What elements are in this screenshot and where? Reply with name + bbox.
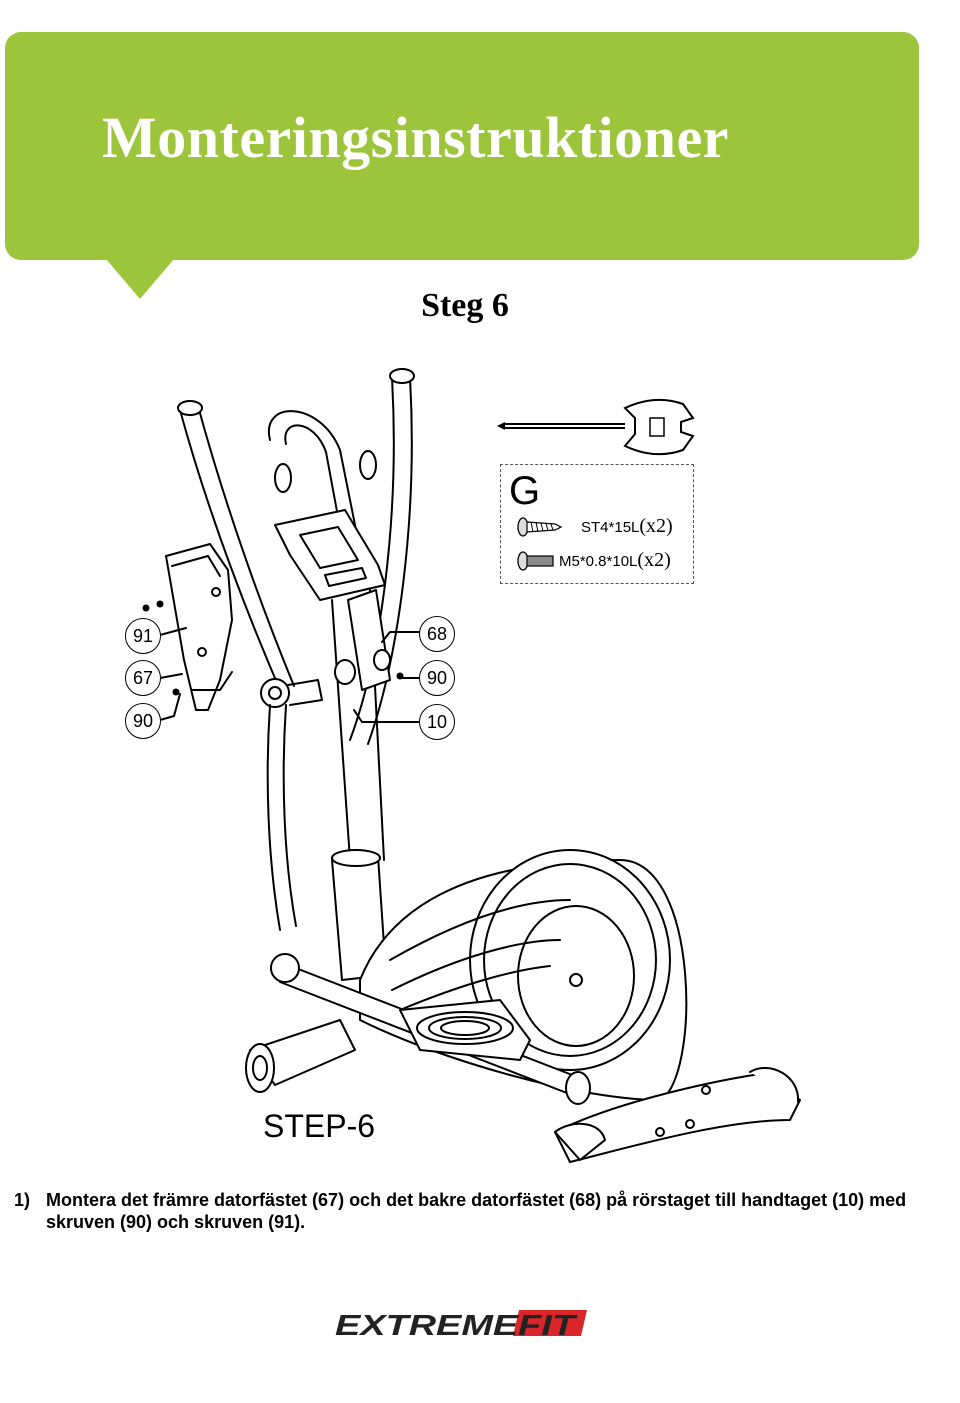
left-handle-pole <box>179 409 281 691</box>
screw-icon <box>517 517 563 537</box>
front-computer-bracket-67 <box>165 543 233 711</box>
part-code: M5*0.8*10L <box>559 553 638 570</box>
callout-68: 68 <box>419 616 455 652</box>
instruction-number: 1) <box>14 1190 31 1210</box>
upright-column <box>331 599 351 861</box>
part-qty: (x2) <box>639 515 673 537</box>
instruction-text: Montera det främre datorfästet (67) och … <box>46 1190 907 1232</box>
cross-trainer-diagram <box>142 368 801 1163</box>
callout-67: 67 <box>125 660 161 696</box>
part-code: ST4*15L <box>581 519 640 536</box>
page-title: Monteringsinstruktioner <box>102 105 729 170</box>
svg-text:EXTREMEFIT: EXTREMEFIT <box>335 1310 578 1342</box>
parts-bag-letter: G <box>509 469 541 513</box>
parts-box: G ST4*15L(x2) M5*0.8*10L(x2) <box>500 464 694 584</box>
right-handle-pole <box>349 377 395 741</box>
rear-stabilizer <box>554 1073 801 1163</box>
callout-91: 91 <box>125 618 161 654</box>
extremefit-logo: EXTREMEFIT <box>335 1310 587 1342</box>
instruction-item: 1) Montera det främre datorfästet (67) o… <box>14 1189 934 1233</box>
lower-arm-left <box>266 704 281 931</box>
callout-90-right: 90 <box>419 660 455 696</box>
callout-10: 10 <box>419 704 455 740</box>
step-label: STEP-6 <box>263 1108 376 1144</box>
header-banner <box>5 32 919 260</box>
callout-90-left: 90 <box>125 703 161 739</box>
hex-key-tool-icon <box>497 398 695 456</box>
part-qty: (x2) <box>637 549 671 571</box>
pedal <box>399 999 531 1061</box>
bolt-icon <box>517 551 554 571</box>
pivot-hub <box>260 678 290 708</box>
banner-pointer <box>106 259 174 299</box>
part-bolt-row: M5*0.8*10L(x2) <box>559 549 671 572</box>
console <box>274 509 386 601</box>
step-title: Steg 6 <box>421 287 509 324</box>
part-screw-row: ST4*15L(x2) <box>581 515 673 538</box>
handlebar <box>267 410 363 561</box>
